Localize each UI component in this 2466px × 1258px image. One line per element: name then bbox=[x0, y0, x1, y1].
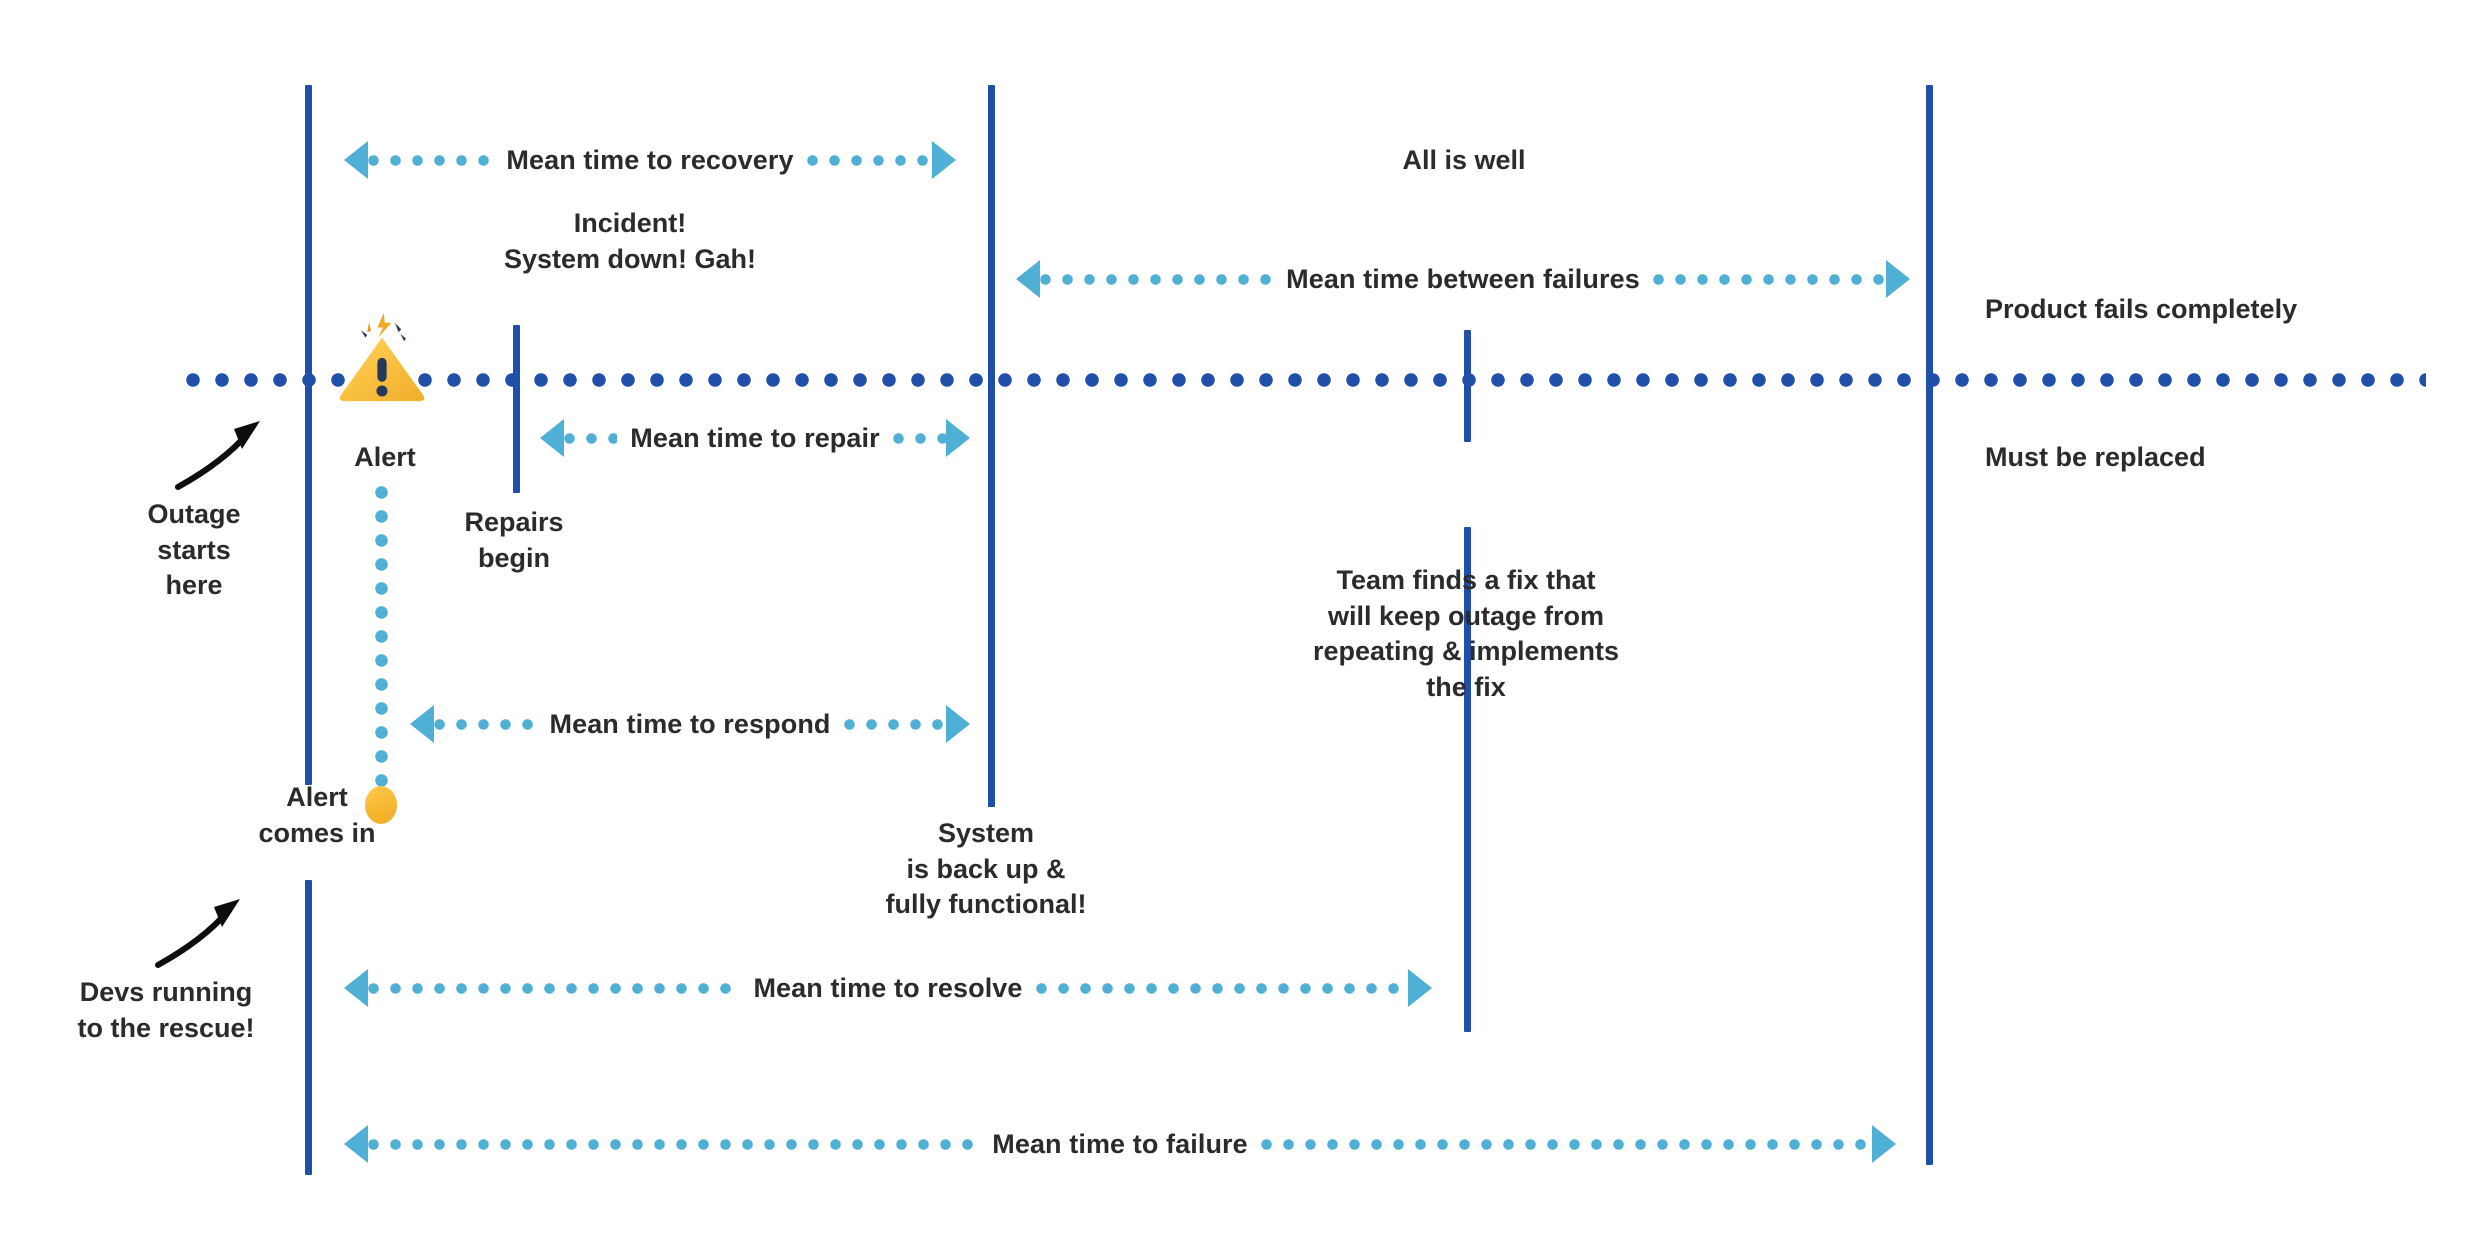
measure-mean-time-between-failures: Mean time between failures bbox=[1016, 257, 1910, 301]
milestone-line-fix-implemented-lower bbox=[1464, 527, 1471, 1032]
curved-arrow-icon-outage bbox=[168, 415, 278, 493]
measure-label: Mean time to respond bbox=[549, 708, 831, 739]
dash-run-right bbox=[1652, 273, 1886, 285]
note-must-be-replaced: Must be replaced bbox=[1985, 442, 2206, 472]
arrow-head-left-icon bbox=[1016, 260, 1040, 298]
arrow-head-right-icon bbox=[946, 419, 970, 457]
alert-triangle-icon bbox=[336, 310, 428, 402]
note-all-is-well: All is well bbox=[1402, 145, 1526, 175]
arrow-head-left-icon bbox=[344, 1125, 368, 1163]
note-repairs-begin: Repairs begin bbox=[464, 507, 564, 573]
note-alert-comes-in: Alert comes in bbox=[258, 782, 376, 848]
note-incident: Incident! System down! Gah! bbox=[503, 208, 757, 274]
alert-label: Alert bbox=[354, 442, 416, 472]
milestone-line-outage-start bbox=[305, 85, 312, 785]
measure-label: Mean time to repair bbox=[630, 422, 880, 453]
note-system-is-back-up: System is back up & fully functional! bbox=[885, 818, 1087, 920]
measure-mean-time-to-respond: Mean time to respond bbox=[410, 702, 970, 746]
dash-run-left bbox=[368, 982, 741, 994]
note-devs-running-to-the-rescue: Devs running to the rescue! bbox=[77, 977, 255, 1043]
note-product-fails-completely: Product fails completely bbox=[1985, 294, 2298, 324]
arrow-head-left-icon bbox=[410, 705, 434, 743]
measure-mean-time-to-recovery: Mean time to recovery bbox=[344, 138, 956, 182]
note-team-finds-a-fix: Team finds a fix that will keep outage f… bbox=[1312, 565, 1620, 702]
dash-run-left bbox=[434, 718, 537, 730]
arrow-head-left-icon bbox=[540, 419, 564, 457]
milestone-line-repairs-begin bbox=[513, 325, 520, 493]
arrow-head-left-icon bbox=[344, 969, 368, 1007]
dash-run-right bbox=[806, 154, 932, 166]
measure-mean-time-to-failure: Mean time to failure bbox=[344, 1122, 1897, 1166]
measure-mean-time-to-resolve: Mean time to resolve bbox=[344, 966, 1432, 1010]
dash-run-right bbox=[1035, 982, 1408, 994]
arrow-head-right-icon bbox=[1872, 1125, 1897, 1163]
dash-run-left bbox=[1040, 273, 1274, 285]
milestone-line-outage-start-lower bbox=[305, 880, 312, 1175]
curved-arrow-icon-devs bbox=[148, 893, 258, 971]
arrow-head-left-icon bbox=[344, 141, 368, 179]
measure-label: Mean time to recovery bbox=[506, 144, 794, 175]
measure-label: Mean time to resolve bbox=[753, 972, 1023, 1003]
dash-run-right bbox=[1260, 1138, 1873, 1150]
alert-dot-icon bbox=[365, 786, 397, 824]
arrow-head-right-icon bbox=[946, 705, 970, 743]
dash-run-left bbox=[368, 154, 494, 166]
measure-label: Mean time to failure bbox=[992, 1128, 1248, 1159]
dash-run-right bbox=[843, 718, 946, 730]
arrow-head-right-icon bbox=[1408, 969, 1432, 1007]
note-outage-starts-here: Outage starts here bbox=[147, 499, 241, 601]
timeline-axis-dots bbox=[186, 373, 2426, 387]
milestone-line-system-back-up bbox=[988, 85, 995, 807]
dash-run-right bbox=[892, 432, 946, 444]
milestone-line-product-fails bbox=[1926, 85, 1933, 1165]
dash-run-left bbox=[564, 432, 618, 444]
measure-mean-time-to-repair: Mean time to repair bbox=[540, 416, 970, 460]
dash-run-left bbox=[368, 1138, 980, 1150]
arrow-head-right-icon bbox=[1886, 260, 1910, 298]
arrow-head-right-icon bbox=[932, 141, 956, 179]
measure-label: Mean time between failures bbox=[1286, 263, 1640, 294]
alert-connector-dots bbox=[375, 486, 388, 788]
